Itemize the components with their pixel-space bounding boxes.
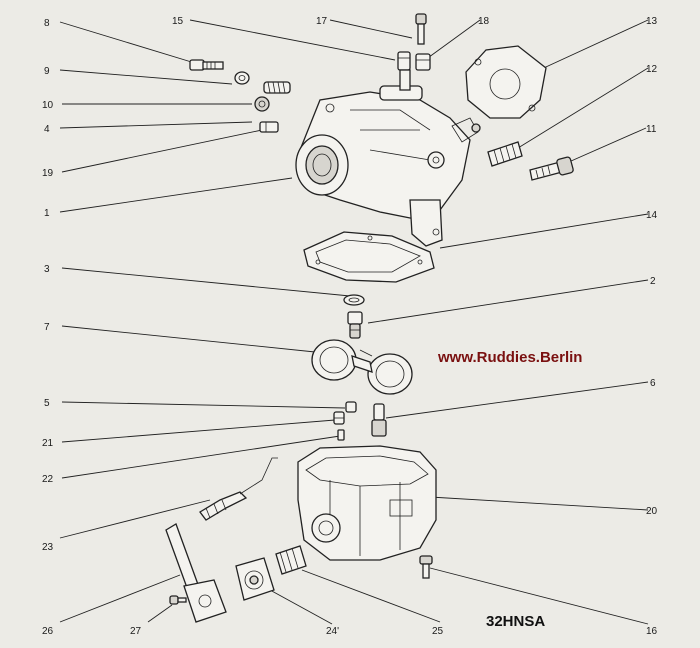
label-23: 23	[42, 542, 54, 553]
part-14-gasket	[303, 231, 435, 283]
label-20: 20	[646, 506, 658, 517]
label-10: 10	[42, 100, 54, 111]
label-13: 13	[646, 16, 658, 27]
part-18-jet	[415, 53, 431, 71]
label-5: 5	[44, 398, 50, 409]
part-1-upper-body	[295, 69, 481, 247]
website-watermark: www.Ruddies.Berlin	[437, 349, 582, 366]
part-19-jet	[259, 121, 279, 133]
label-26: 26	[42, 626, 54, 637]
callout-lines	[59, 19, 649, 625]
label-18: 18	[478, 16, 490, 27]
part-12-spring	[487, 141, 523, 167]
label-24: 24'	[326, 626, 339, 637]
label-1: 1	[44, 208, 50, 219]
part-3-ring	[343, 294, 365, 306]
label-22: 22	[42, 474, 54, 485]
part-13-gasket	[465, 45, 547, 119]
part-11-screw	[529, 156, 574, 181]
part-6-jet	[371, 403, 387, 437]
label-19: 19	[42, 168, 54, 179]
part-spring-small	[263, 81, 291, 94]
part-21-jet	[333, 411, 345, 425]
label-21: 21	[42, 438, 54, 449]
label-17: 17	[316, 16, 328, 27]
label-6: 6	[650, 378, 656, 389]
part-7-float	[311, 339, 413, 395]
label-11: 11	[646, 124, 657, 135]
part-22-jet	[337, 429, 345, 441]
part-16-screw	[419, 555, 433, 579]
part-27-screw	[169, 595, 187, 605]
part-23-tube	[199, 457, 278, 521]
label-9: 9	[44, 66, 50, 77]
part-25-spring	[275, 545, 307, 575]
part-2-needle-valve	[347, 311, 363, 339]
part-17-screw	[415, 13, 427, 45]
label-27: 27	[130, 626, 142, 637]
label-25: 25	[432, 626, 444, 637]
label-14: 14	[646, 210, 658, 221]
part-numbers: 8 9 10 4 19 1 15 17 18 13 12 11 14 3 2 7…	[42, 16, 658, 637]
part-26-lever	[165, 523, 227, 623]
label-8: 8	[44, 18, 50, 29]
label-2: 2	[650, 276, 656, 287]
label-3: 3	[44, 264, 50, 275]
label-4: 4	[44, 124, 50, 135]
part-8-screw	[189, 59, 224, 71]
part-9-washer	[234, 71, 250, 85]
label-12: 12	[646, 64, 658, 75]
part-20-float-bowl	[297, 445, 437, 561]
part-15-jet	[397, 51, 411, 71]
part-5-jet	[345, 401, 357, 413]
label-15: 15	[172, 16, 184, 27]
part-10-nut	[254, 96, 270, 112]
label-7: 7	[44, 322, 50, 333]
model-code: 32HNSA	[486, 613, 545, 630]
part-24-diaphragm	[235, 557, 275, 601]
label-16: 16	[646, 626, 658, 637]
